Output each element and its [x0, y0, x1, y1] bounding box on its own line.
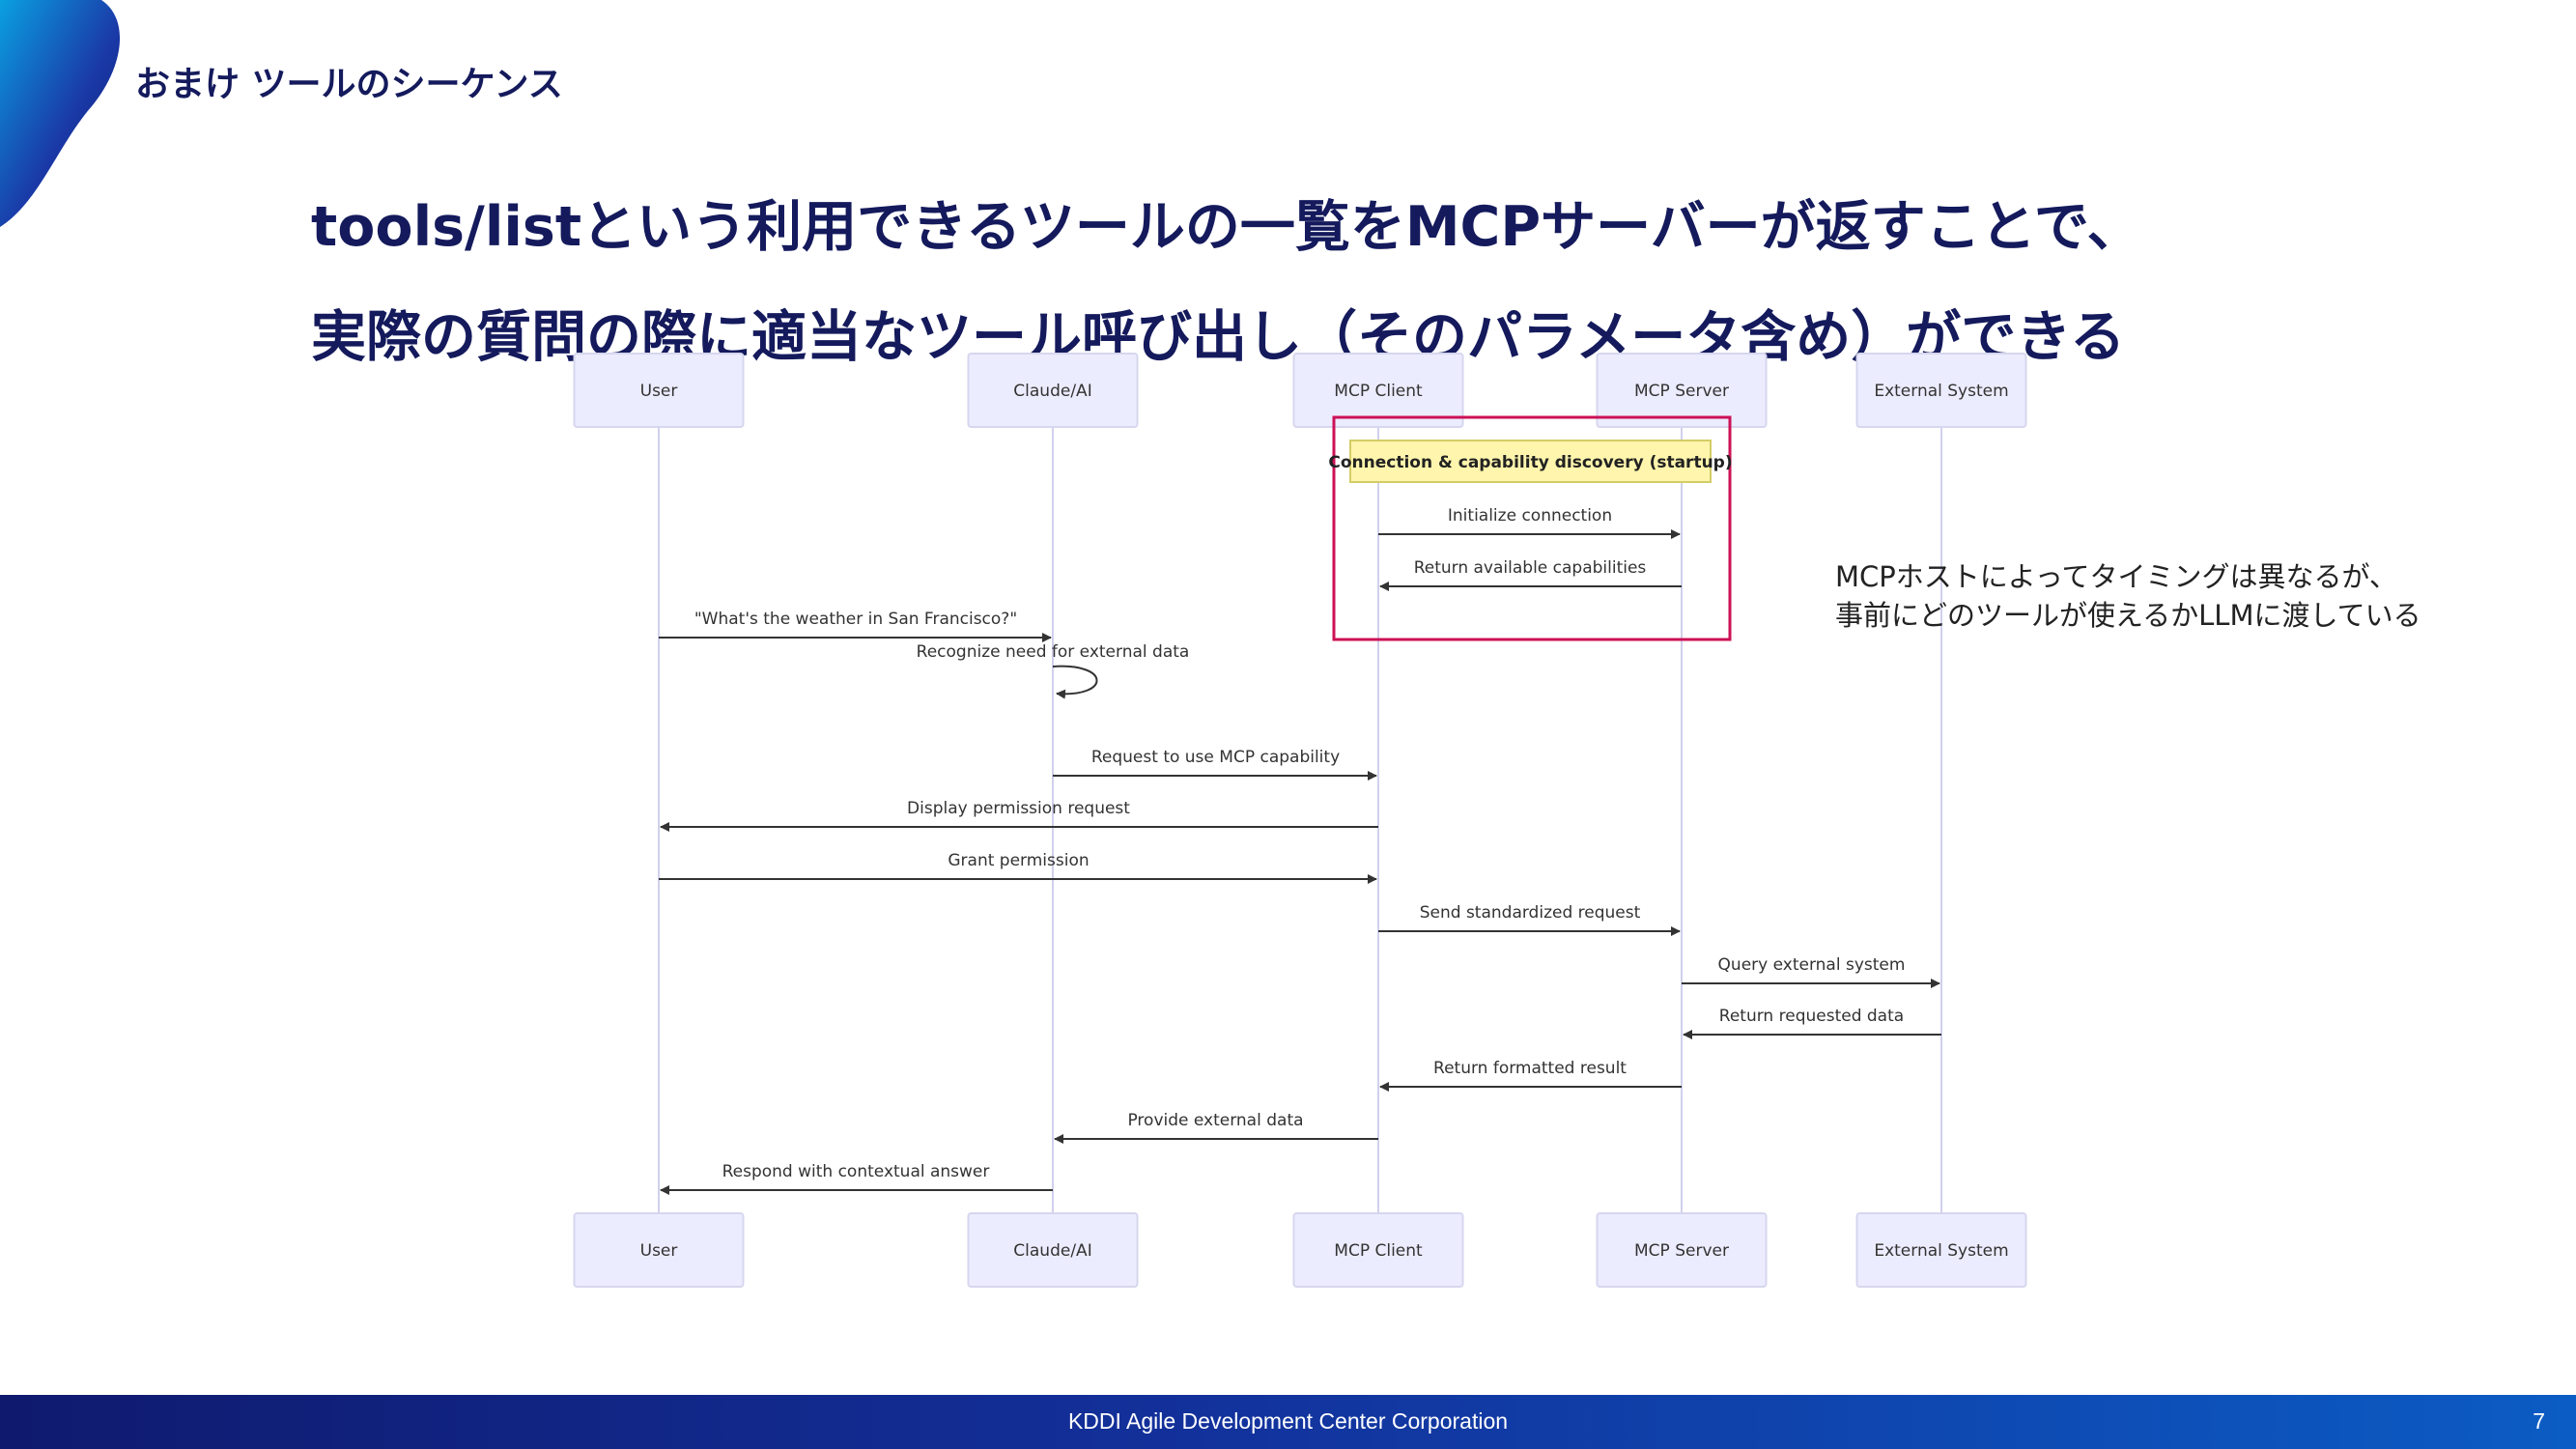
participant-label-user-top: User	[640, 382, 678, 401]
message-10-label: Return requested data	[1719, 1007, 1904, 1026]
participant-label-claude-ai-top: Claude/AI	[1013, 382, 1091, 401]
participant-label-mcp-server-bottom: MCP Server	[1634, 1241, 1729, 1261]
message-11-label: Return formatted result	[1433, 1059, 1627, 1078]
participant-box-user-top	[573, 353, 745, 428]
participant-label-user-bottom: User	[640, 1241, 678, 1261]
annotation-line-2: 事前にどのツールが使えるかLLMに渡している	[1835, 599, 2421, 632]
participant-label-mcp-server-top: MCP Server	[1634, 382, 1729, 401]
page-number: 7	[2533, 1408, 2545, 1434]
message-12-label: Provide external data	[1127, 1111, 1303, 1130]
participant-label-external-system-top: External System	[1874, 382, 2008, 401]
participant-label-external-system-bottom: External System	[1874, 1241, 2008, 1261]
participant-label-mcp-client-bottom: MCP Client	[1334, 1241, 1423, 1261]
message-8-label: Send standardized request	[1420, 903, 1641, 923]
annotation-line-1: MCPホストによってタイミングは異なるが、	[1835, 560, 2397, 593]
message-2-label: Return available capabilities	[1414, 558, 1647, 578]
note-box	[1349, 440, 1712, 483]
message-4-label: Recognize need for external data	[917, 642, 1190, 662]
participant-label-mcp-client-top: MCP Client	[1334, 382, 1423, 401]
annotation-note: MCPホストによってタイミングは異なるが、 事前にどのツールが使えるかLLMに渡…	[1835, 557, 2421, 635]
message-5-label: Request to use MCP capability	[1091, 748, 1340, 767]
participant-box-mcp-server-bottom	[1596, 1212, 1768, 1288]
participant-box-mcp-server-top	[1596, 353, 1768, 428]
participant-label-claude-ai-bottom: Claude/AI	[1013, 1241, 1091, 1261]
participant-box-user-bottom	[573, 1212, 745, 1288]
brand-corner-shape	[0, 0, 121, 227]
participant-box-claude-ai-top	[967, 353, 1139, 428]
message-9-label: Query external system	[1718, 955, 1906, 975]
message-4-arrow	[1052, 665, 1098, 699]
participant-box-claude-ai-bottom	[967, 1212, 1139, 1288]
highlight-box	[1332, 415, 1732, 641]
message-13-label: Respond with contextual answer	[722, 1162, 990, 1181]
participant-box-mcp-client-top	[1292, 353, 1464, 428]
message-7-label: Grant permission	[948, 851, 1089, 870]
footer-company: KDDI Agile Development Center Corporatio…	[1067, 1408, 1509, 1434]
headline: tools/listという利用できるツールの一覧をMCPサーバーが返すことで、 …	[311, 172, 2142, 392]
footer-bar: KDDI Agile Development Center Corporatio…	[0, 1395, 2576, 1449]
note-label: Connection & capability discovery (start…	[1328, 453, 1732, 472]
participant-box-mcp-client-bottom	[1292, 1212, 1464, 1288]
message-1-label: Initialize connection	[1448, 506, 1612, 526]
message-3-label: "What's the weather in San Francisco?"	[694, 610, 1017, 629]
headline-line-1: tools/listという利用できるツールの一覧をMCPサーバーが返すことで、	[311, 195, 2142, 259]
participant-box-external-system-top	[1855, 353, 2027, 428]
message-6-label: Display permission request	[907, 799, 1130, 818]
section-title: おまけ ツールのシーケンス	[135, 65, 563, 104]
participant-box-external-system-bottom	[1855, 1212, 2027, 1288]
